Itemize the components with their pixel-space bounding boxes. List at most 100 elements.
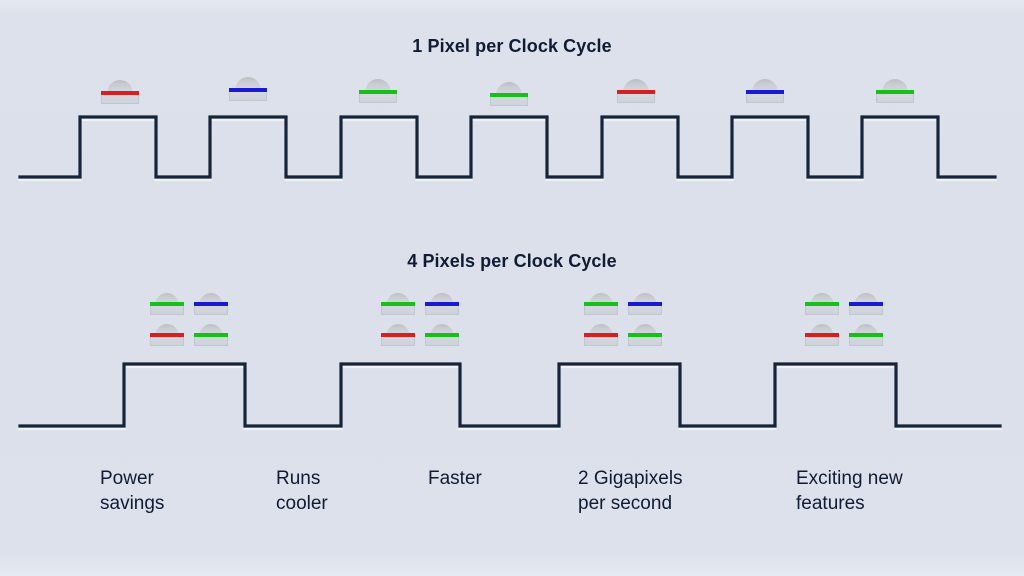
chip-body (746, 94, 784, 103)
chip-dome-icon (235, 76, 261, 91)
chip-body (849, 337, 883, 346)
chip-dome-icon (882, 78, 908, 93)
chip-color-bar-blue (194, 302, 228, 306)
section-title-four-pixels: 4 Pixels per Clock Cycle (407, 251, 617, 271)
chip-dome-icon (854, 323, 878, 336)
chip-body (849, 306, 883, 315)
chip-dome-icon (155, 292, 179, 305)
chip-dome-icon (155, 323, 179, 336)
chip-dome-icon (752, 78, 778, 93)
pixel-chip-icon (381, 323, 415, 346)
chip-color-bar-red (150, 333, 184, 337)
chip-color-bar-green (381, 302, 415, 306)
pixel-chip-icon (617, 78, 655, 103)
chip-body (425, 306, 459, 315)
chip-body (876, 94, 914, 103)
chip-body (359, 94, 397, 103)
chip-dome-icon (365, 78, 391, 93)
caption-runs-cooler: Runs cooler (276, 468, 328, 514)
chip-body (584, 337, 618, 346)
chip-color-bar-green (628, 333, 662, 337)
pixel-chip-icon (194, 292, 228, 315)
chip-color-bar-green (490, 93, 528, 97)
pixel-chip-icon (101, 79, 139, 104)
chip-dome-icon (810, 323, 834, 336)
pixel-chip-quad (381, 292, 459, 348)
chip-color-bar-green (194, 333, 228, 337)
chip-body (805, 306, 839, 315)
chip-color-bar-green (849, 333, 883, 337)
chip-dome-icon (589, 323, 613, 336)
chip-dome-icon (633, 323, 657, 336)
chip-color-bar-green (876, 90, 914, 94)
pixel-chip-icon (628, 323, 662, 346)
chip-dome-icon (199, 323, 223, 336)
chip-body (381, 306, 415, 315)
caption-power-savings: Power savings (100, 468, 165, 514)
pixel-chip-icon (849, 323, 883, 346)
chip-dome-icon (107, 79, 133, 94)
chip-color-bar-red (381, 333, 415, 337)
chip-color-bar-red (101, 91, 139, 95)
pixel-chip-quad (805, 292, 883, 348)
chip-color-bar-green (359, 90, 397, 94)
chip-body (584, 306, 618, 315)
caption-exciting-new-features: Exciting new features (796, 468, 903, 514)
pixel-chip-icon (425, 323, 459, 346)
pixel-chip-icon (849, 292, 883, 315)
chip-body (194, 306, 228, 315)
chip-dome-icon (430, 323, 454, 336)
chip-dome-icon (496, 81, 522, 96)
chip-dome-icon (386, 292, 410, 305)
section-title-one-pixel: 1 Pixel per Clock Cycle (412, 36, 612, 56)
pixel-chip-icon (381, 292, 415, 315)
pixel-chip-icon (150, 292, 184, 315)
chip-color-bar-blue (229, 88, 267, 92)
pixel-chip-icon (150, 323, 184, 346)
pixel-chip-icon (490, 81, 528, 106)
chip-body (425, 337, 459, 346)
pixel-chip-icon (584, 292, 618, 315)
chip-body (628, 337, 662, 346)
chip-dome-icon (810, 292, 834, 305)
chip-color-bar-green (805, 302, 839, 306)
chip-body (628, 306, 662, 315)
chip-dome-icon (633, 292, 657, 305)
chip-body (101, 95, 139, 104)
chip-color-bar-blue (746, 90, 784, 94)
chip-body (150, 306, 184, 315)
chip-body (229, 92, 267, 101)
chip-body (490, 97, 528, 106)
chip-dome-icon (589, 292, 613, 305)
pixel-chip-icon (876, 78, 914, 103)
chip-body (381, 337, 415, 346)
pixel-chip-quad (150, 292, 228, 348)
pixel-chip-icon (628, 292, 662, 315)
chip-dome-icon (386, 323, 410, 336)
clock-waveform-four-pixels (18, 362, 1002, 431)
caption-faster: Faster (428, 468, 482, 489)
pixel-chip-icon (229, 76, 267, 101)
caption-gigapixels-per-second: 2 Gigapixels per second (578, 468, 683, 514)
chip-color-bar-green (150, 302, 184, 306)
pixel-chip-quad (584, 292, 662, 348)
chip-dome-icon (623, 78, 649, 93)
chip-body (805, 337, 839, 346)
chip-color-bar-red (805, 333, 839, 337)
chip-color-bar-green (584, 302, 618, 306)
clock-waveform-one-pixel (18, 115, 997, 182)
chip-color-bar-red (584, 333, 618, 337)
pixel-chip-icon (805, 323, 839, 346)
pixel-chip-icon (746, 78, 784, 103)
pixel-chip-icon (194, 323, 228, 346)
pixel-chip-icon (805, 292, 839, 315)
pixel-chip-icon (359, 78, 397, 103)
chip-body (617, 94, 655, 103)
chip-color-bar-red (617, 90, 655, 94)
chip-dome-icon (199, 292, 223, 305)
chip-color-bar-blue (849, 302, 883, 306)
chip-dome-icon (430, 292, 454, 305)
chip-dome-icon (854, 292, 878, 305)
chip-color-bar-green (425, 333, 459, 337)
chip-body (194, 337, 228, 346)
